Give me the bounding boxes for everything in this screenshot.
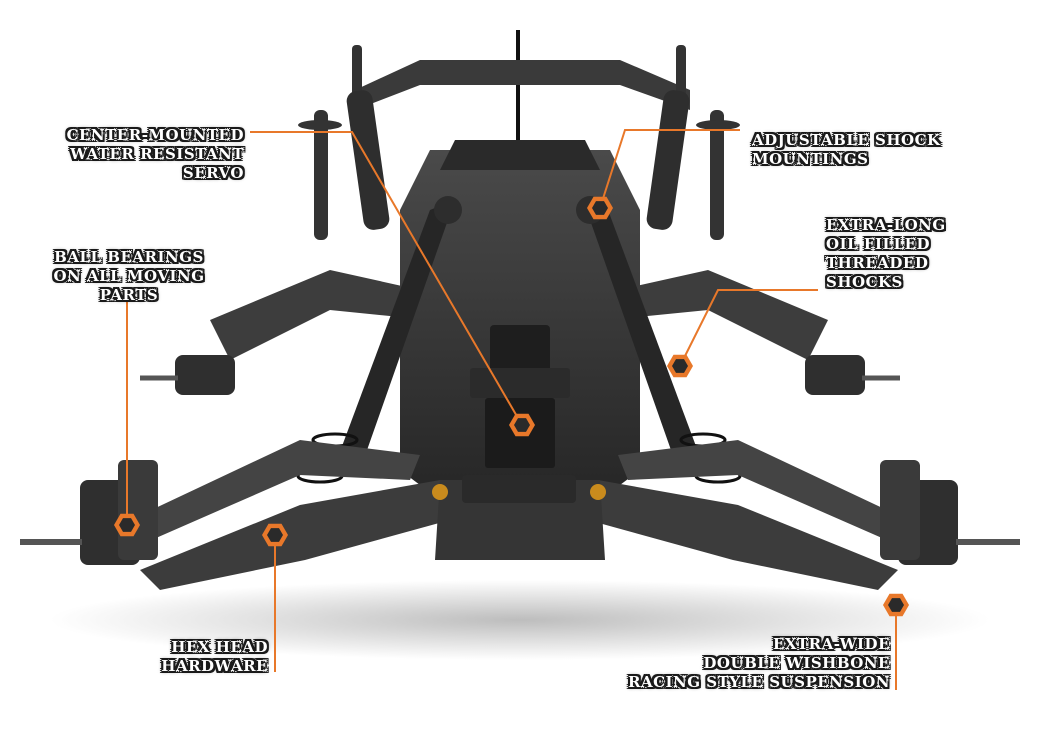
label-suspension: EXTRA-WIDE DOUBLE WISHBONE RACING STYLE … bbox=[560, 635, 890, 692]
label-shocks-line-1: EXTRA-LONG bbox=[826, 216, 946, 234]
label-shocks-line-4: SHOCKS bbox=[826, 273, 903, 291]
hex-marker-center-1 bbox=[514, 418, 530, 432]
label-suspension-line-2: DOUBLE WISHBONE bbox=[703, 654, 890, 672]
label-shocks-line-2: OIL FILLED bbox=[826, 235, 931, 253]
label-servo-line-1: CENTER-MOUNTED bbox=[66, 126, 244, 144]
ground-shadow bbox=[50, 580, 990, 660]
leader-line-shocks bbox=[679, 289, 818, 367]
hex-marker-center-2 bbox=[592, 201, 608, 215]
label-hardware-line-1: HEX HEAD bbox=[171, 638, 268, 656]
label-shock-mountings-line-1: ADJUSTABLE SHOCK bbox=[752, 131, 941, 149]
label-suspension-line-3: RACING STYLE SUSPENSION bbox=[627, 673, 890, 691]
hex-marker-center-6 bbox=[888, 598, 904, 612]
leader-lines bbox=[126, 129, 897, 690]
label-bearings-line-2: ON ALL MOVING bbox=[53, 267, 205, 285]
rc-chassis-illustration bbox=[20, 30, 1020, 590]
label-servo-line-3: SERVO bbox=[182, 164, 244, 182]
hex-marker-center-4 bbox=[672, 359, 688, 373]
label-servo: CENTER-MOUNTED WATER RESISTANT SERVO bbox=[10, 126, 244, 183]
label-shocks: EXTRA-LONG OIL FILLED THREADED SHOCKS bbox=[826, 216, 946, 292]
label-bearings-line-3: PARTS bbox=[99, 286, 159, 304]
label-shocks-line-3: THREADED bbox=[826, 254, 929, 272]
label-suspension-line-1: EXTRA-WIDE bbox=[772, 635, 890, 653]
hex-marker-center-3 bbox=[119, 518, 135, 532]
leader-line-servo bbox=[250, 131, 523, 426]
label-bearings: BALL BEARINGS ON ALL MOVING PARTS bbox=[14, 248, 244, 305]
label-bearings-line-1: BALL BEARINGS bbox=[54, 248, 204, 266]
label-servo-line-2: WATER RESISTANT bbox=[70, 145, 244, 163]
label-shock-mountings-line-2: MOUNTINGS bbox=[752, 150, 869, 168]
hex-marker-center-5 bbox=[267, 528, 283, 542]
leader-line-shock-mountings bbox=[599, 129, 740, 209]
label-shock-mountings: ADJUSTABLE SHOCK MOUNTINGS bbox=[752, 131, 941, 169]
label-hardware-line-2: HARDWARE bbox=[161, 657, 268, 675]
label-hardware: HEX HEAD HARDWARE bbox=[100, 638, 268, 676]
hex-markers bbox=[114, 196, 909, 617]
